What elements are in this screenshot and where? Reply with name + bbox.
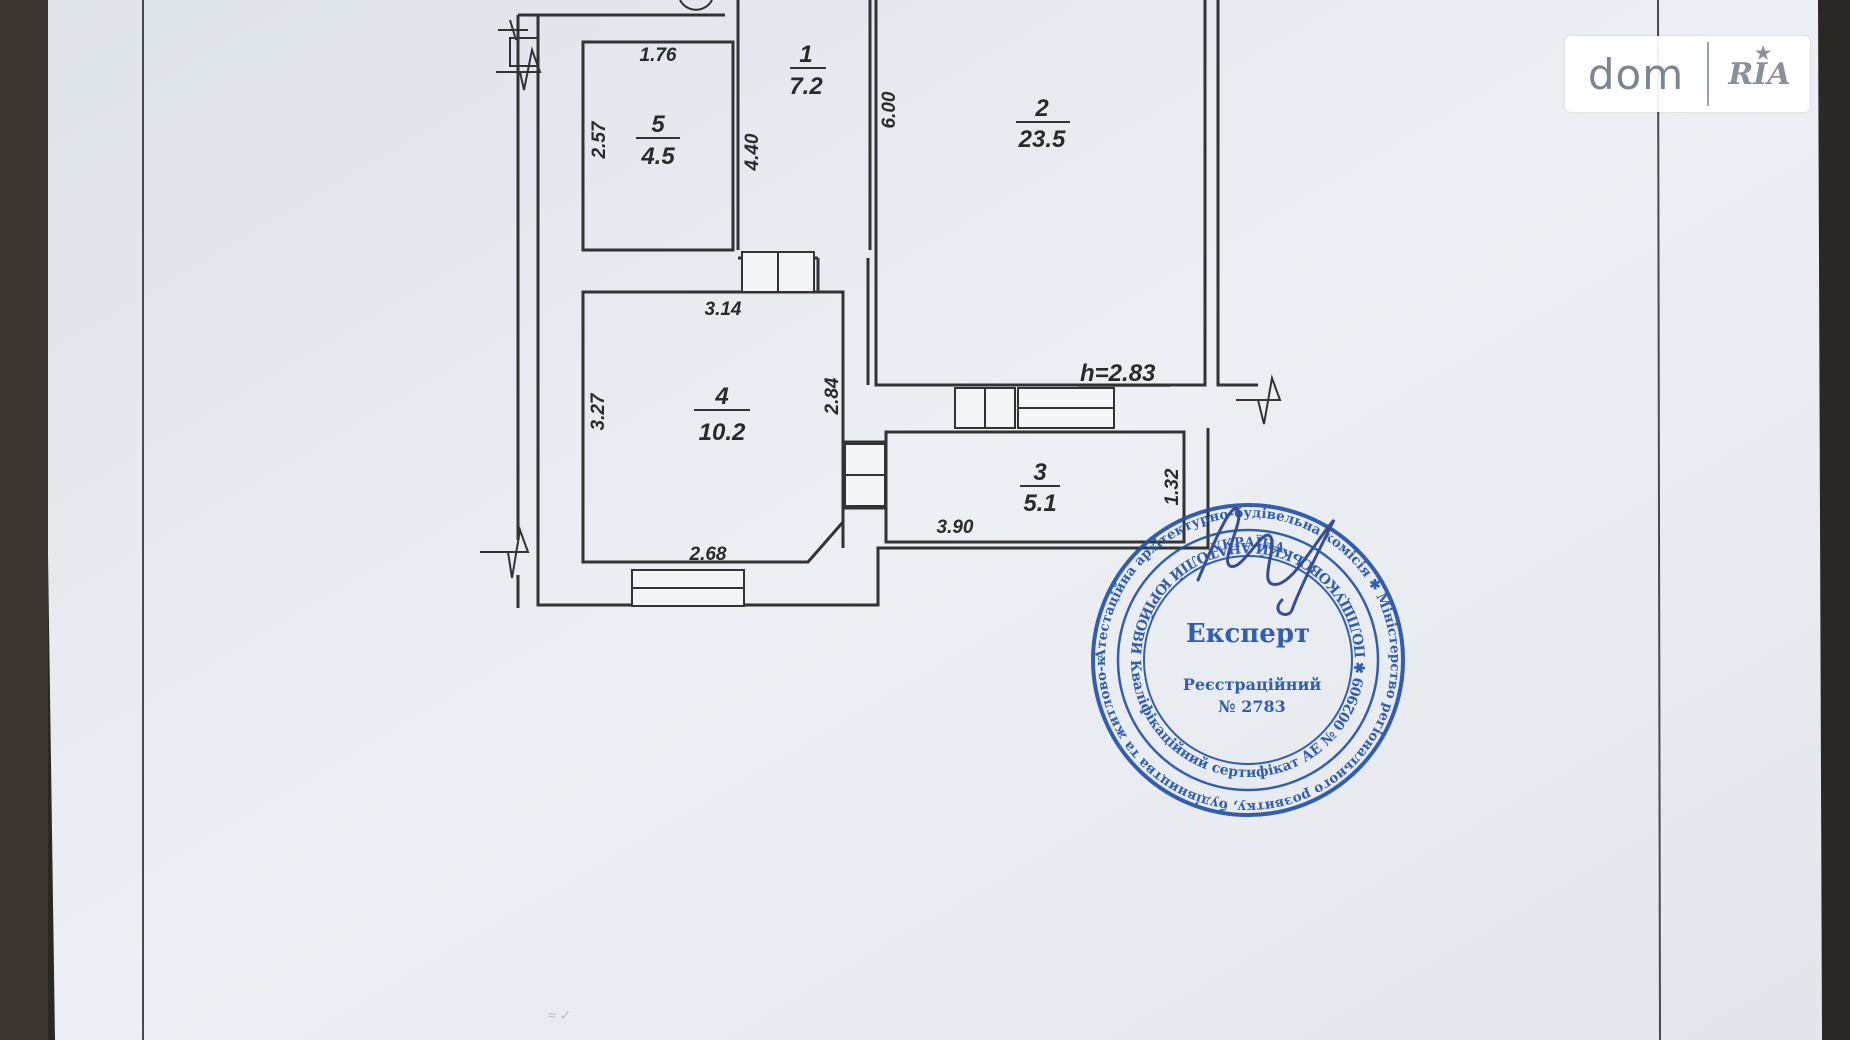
break-marks: [480, 0, 1282, 579]
room-3-area: 5.1: [1023, 490, 1056, 517]
star-icon: ★: [1755, 42, 1772, 64]
room-2-area: 23.5: [1018, 126, 1066, 153]
page-frame-right: [1657, 0, 1661, 1040]
wall-fills: [631, 251, 1115, 607]
dimensions: 1.76 2.57 4.40 6.00 3.14 3.27 2.84 2.68 …: [588, 45, 1183, 565]
dim-room4-left: 3.27: [588, 392, 609, 430]
paper-sheet: [40, 0, 1822, 1040]
dom-ria-watermark: dom ★ RIA: [1565, 36, 1810, 112]
room-5: 5 4.5: [636, 111, 680, 170]
watermark-ria-logo: ★ RIA: [1709, 43, 1810, 92]
dim-room4-top: 3.14: [705, 299, 742, 320]
room-2: 2 23.5: [1016, 95, 1070, 153]
room-1-area: 7.2: [789, 73, 823, 100]
watermark-separator: [1707, 42, 1709, 106]
dim-room3-bottom: 3.90: [937, 517, 974, 538]
stamp-reg-number: № 2783: [1218, 697, 1286, 716]
room-2-number: 2: [1034, 95, 1049, 122]
room-3-number: 3: [1033, 459, 1047, 486]
dim-room3-right: 1.32: [1162, 468, 1183, 505]
dim-room5-left: 2.57: [589, 120, 610, 159]
dim-room5-top: 1.76: [640, 45, 677, 66]
pencil-mark: ≈ ✓: [548, 1007, 571, 1023]
paper-shadow-left: [0, 0, 48, 1040]
room-4-area: 10.2: [699, 419, 746, 446]
room-1-number: 1: [799, 41, 812, 68]
room-5-number: 5: [651, 111, 665, 138]
dim-room2-left: 6.00: [879, 91, 900, 128]
stamp-reg-label: Реєстраційний: [1183, 675, 1322, 694]
room-5-area: 4.5: [640, 143, 675, 170]
ceiling-height-label: h=2.83: [1080, 360, 1156, 387]
stamp-title: Експерт: [1186, 619, 1310, 649]
room-4: 4 10.2: [694, 383, 750, 446]
dim-room4-bottom: 2.68: [689, 544, 727, 565]
watermark-ria-text: RIA: [1728, 56, 1791, 92]
dim-room1-right: 4.40: [742, 133, 763, 171]
room-3: 3 5.1: [1020, 459, 1060, 517]
room-1: 1 7.2: [789, 41, 826, 100]
room-4-number: 4: [714, 383, 728, 410]
signature: [1196, 506, 1336, 616]
dim-room4-right: 2.84: [822, 377, 843, 415]
watermark-dom-text: dom: [1587, 49, 1685, 99]
